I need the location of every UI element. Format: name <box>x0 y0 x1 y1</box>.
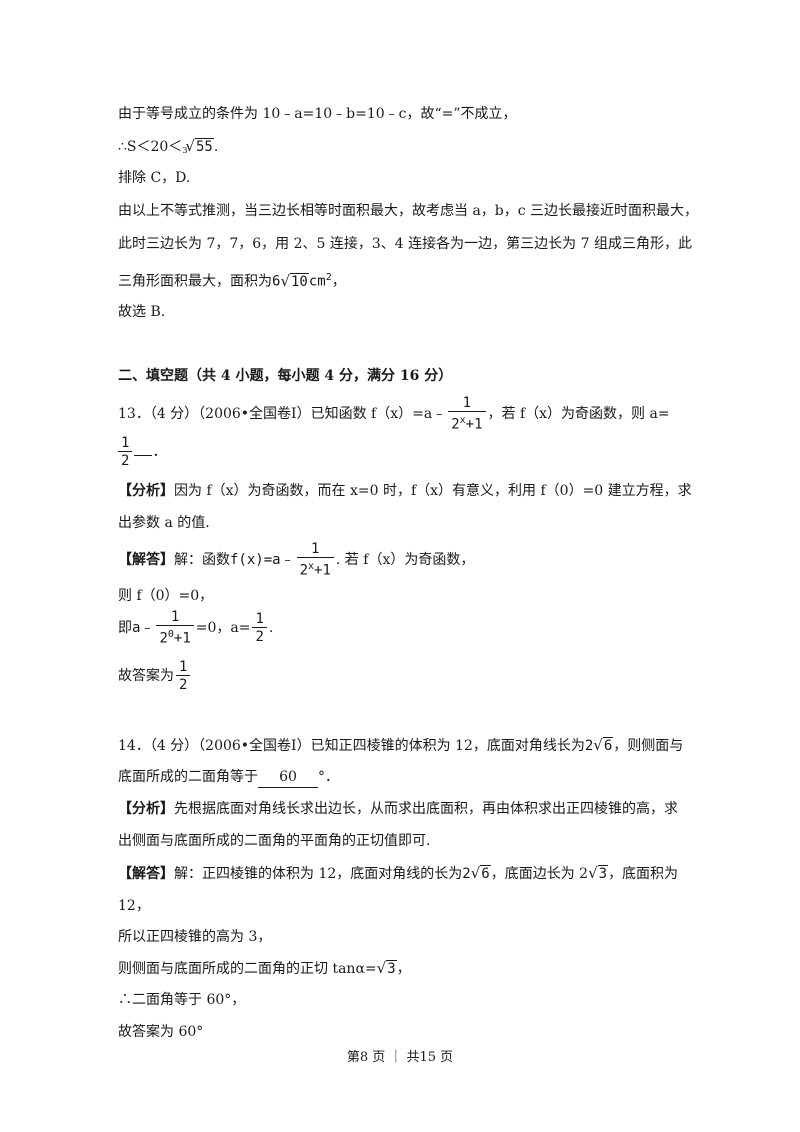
answer-blank <box>134 455 153 456</box>
text-line: 则侧面与底面所成的二面角的正切 tanα=√3， <box>118 958 411 979</box>
numerator: 1 <box>311 540 320 557</box>
text: =0，a= <box>195 620 251 636</box>
text-line: 12， <box>118 898 150 914</box>
radicand: 6 <box>480 865 491 882</box>
radicand: 3 <box>386 960 397 977</box>
coefficient: 6 <box>272 273 281 290</box>
denominator: 2x+1 <box>296 556 334 580</box>
numerator: 1 <box>179 658 188 675</box>
text-line: 此时三边长为 7，7，6，用 2、5 连接，3、4 连接各为一边，第三边长为 7… <box>118 236 692 252</box>
numerator: 1 <box>255 610 264 627</box>
answer-blank: 60 <box>258 767 318 788</box>
text-line: 出侧面与底面所成的二面角的平面角的正切值即可. <box>118 833 431 849</box>
sqrt-expression: √3 <box>376 959 397 977</box>
q13-stem-text: ，若 f（x）为奇函数，则 a= <box>487 406 670 422</box>
text-line: 排除 C，D. <box>118 170 191 186</box>
punctuation: ， <box>396 961 411 977</box>
denominator: 2 <box>118 450 133 470</box>
q14-solution: 【解答】解：正四棱锥的体积为 12，底面对角线的长为2√6，底面边长为 2√3，… <box>118 863 678 884</box>
q14-stem-text: 14．（4 分）（2006•全国卷Ⅰ）已知正四棱锥的体积为 12，底面对角线长为 <box>118 738 585 754</box>
solution-label: 【解答】 <box>118 866 174 882</box>
root-index: 3 <box>182 146 188 155</box>
q14-stem-text: 底面所成的二面角等于 <box>118 769 258 785</box>
text-line: 由于等号成立的条件为 10﹣a=10﹣b=10﹣c，故“=”不成立， <box>118 106 517 122</box>
sqrt-expression: √10 <box>280 271 309 290</box>
q14-stem-text: ，则侧面与 <box>613 738 684 754</box>
text-line: ∴二面角等于 60°， <box>118 992 246 1008</box>
punctuation: ． <box>152 444 167 460</box>
radicand: 3 <box>597 865 609 882</box>
numerator: 1 <box>462 394 472 411</box>
punctuation: . <box>268 620 274 636</box>
text-line: 出参数 a 的值. <box>118 515 210 531</box>
text: 故答案为 <box>118 668 174 684</box>
expression: a﹣ <box>132 620 155 636</box>
text-line: 所以正四棱锥的高为 3， <box>118 929 272 945</box>
q13-analysis: 【分析】因为 f（x）为奇函数，而在 x=0 时，f（x）有意义，利用 f（0）… <box>118 481 692 501</box>
solution-text: ，底面积为 <box>608 866 679 882</box>
inequality-text: ∴S＜20＜ <box>118 139 183 155</box>
function-expression: f(x)=a﹣ <box>230 552 295 568</box>
text-line: 故选 B. <box>118 304 166 320</box>
denominator: 2x+1 <box>448 410 486 434</box>
analysis-text: 先根据底面对角线长求出边长，从而求出底面积，再由体积求出正四棱锥的高，求 <box>174 801 678 817</box>
q14-stem-text: °． <box>318 769 339 785</box>
unit-exponent: 2 <box>325 272 332 283</box>
text-line: 由以上不等式推测，当三边长相等时面积最大，故考虑当 a，b，c 三边长最接近时面… <box>118 203 699 219</box>
denominator: 2 <box>252 626 267 646</box>
text: 即 <box>118 620 132 636</box>
solution-text: ，底面边长为 2 <box>490 866 589 882</box>
section-heading: 二、填空题（共 4 小题，每小题 4 分，满分 16 分） <box>118 368 453 384</box>
sqrt-expression: √3 <box>588 864 609 882</box>
radicand: 6 <box>602 737 614 754</box>
coefficient: 2 <box>462 866 471 882</box>
punctuation: ， <box>331 273 346 290</box>
page-footer: 第8 页 ｜ 共15 页 <box>346 1050 454 1065</box>
solution-label: 【解答】 <box>118 552 174 568</box>
numerator: 1 <box>170 608 180 625</box>
q14-stem: 14．（4 分）（2006•全国卷Ⅰ）已知正四棱锥的体积为 12，底面对角线长为… <box>118 735 683 756</box>
solution-text: 解：正四棱锥的体积为 12，底面对角线的长为 <box>174 866 463 882</box>
analysis-label: 【分析】 <box>118 801 174 817</box>
radicand: 10 <box>290 272 309 290</box>
text-line: 则 f（0）=0， <box>118 588 214 604</box>
solution-text: 解：函数 <box>174 552 230 568</box>
numerator: 1 <box>121 434 130 451</box>
analysis-label: 【分析】 <box>118 483 174 499</box>
unit: cm <box>308 273 326 290</box>
radicand: 55 <box>194 138 214 155</box>
text-line: ∴S＜20＜3√55. <box>118 136 218 161</box>
coefficient: 2 <box>584 738 594 754</box>
area-text: 三角形面积最大，面积为 <box>118 273 272 290</box>
text-line: 三角形面积最大，面积为6√10cm2， <box>118 268 346 292</box>
solution-text: . 若 f（x）为奇函数， <box>335 552 475 568</box>
sqrt-expression: √6 <box>470 864 491 882</box>
cube-root-expression: 3√55 <box>182 137 214 155</box>
solution-text: 则侧面与底面所成的二面角的正切 tanα= <box>118 961 377 977</box>
punctuation: . <box>213 139 219 155</box>
denominator: 20+1 <box>156 624 194 648</box>
sqrt-expression: √6 <box>593 736 614 754</box>
text-line: 故答案为 60° <box>118 1024 204 1040</box>
analysis-text: 因为 f（x）为奇函数，而在 x=0 时，f（x）有意义，利用 f（0）=0 建… <box>174 483 692 499</box>
q14-analysis: 【分析】先根据底面对角线长求出边长，从而求出底面积，再由体积求出正四棱锥的高，求 <box>118 799 678 819</box>
denominator: 2 <box>176 674 191 694</box>
q13-stem-text: 13．（4 分）（2006•全国卷Ⅰ）已知函数 f（x）=a﹣ <box>118 406 447 422</box>
